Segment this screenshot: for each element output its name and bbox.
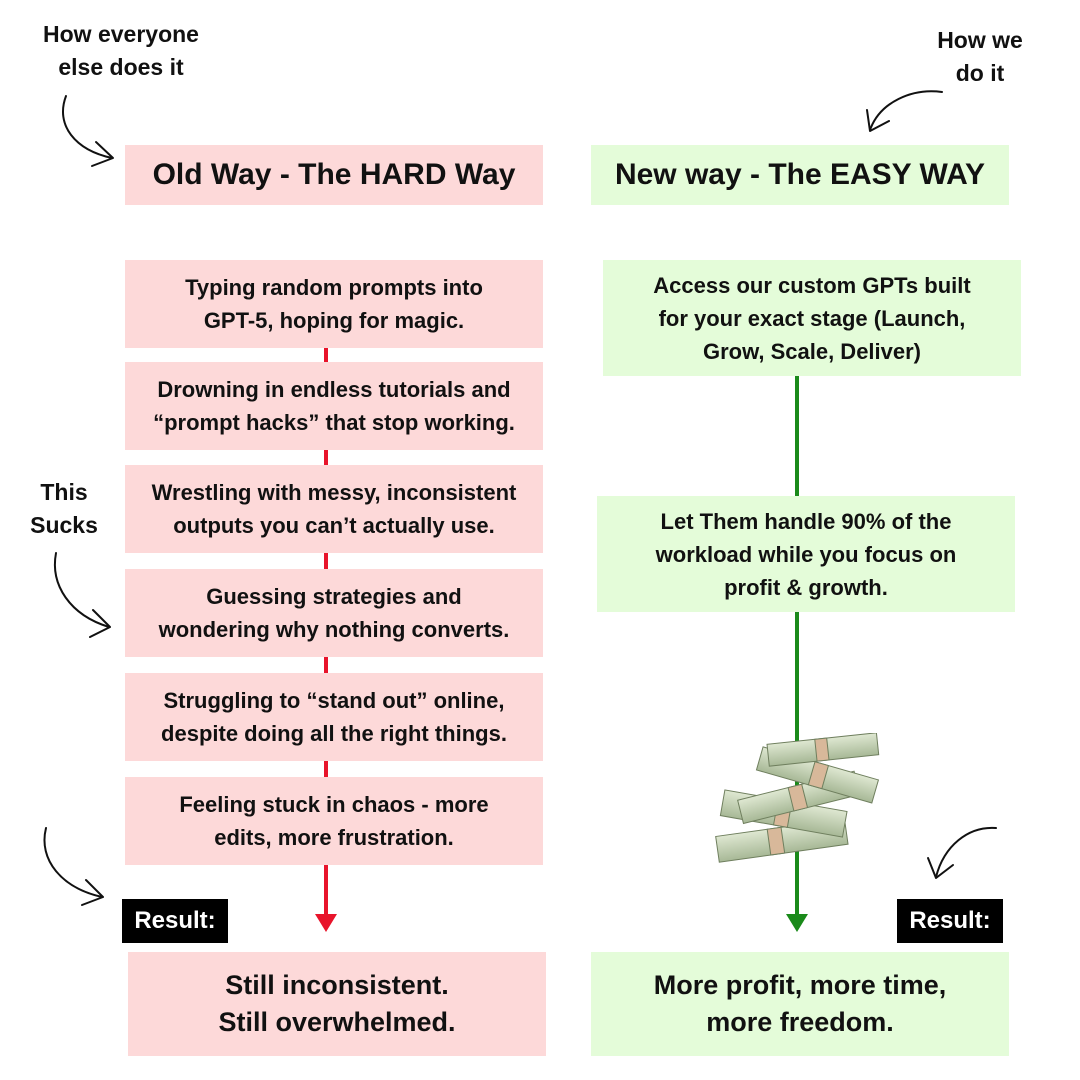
old-way-step: Struggling to “stand out” online,despite… (125, 673, 543, 761)
new-way-connector-line (795, 376, 799, 918)
new-way-arrowhead-icon (786, 914, 808, 932)
old-way-header: Old Way - The HARD Way (125, 145, 543, 205)
old-way-arrowhead-icon (315, 914, 337, 932)
annotation-everyone-else: How everyone else does it (43, 21, 199, 80)
annotation-how-we-do-it: How we do it (937, 27, 1023, 86)
old-way-result-label: Result: (122, 899, 228, 943)
new-way-result: More profit, more time,more freedom. (591, 952, 1009, 1056)
money-stack-icon (715, 733, 880, 863)
annotation-this-sucks: This Sucks (30, 479, 98, 538)
old-way-step: Drowning in endless tutorials and“prompt… (125, 362, 543, 450)
new-way-result-label: Result: (897, 899, 1003, 943)
new-way-header: New way - The EASY WAY (591, 145, 1009, 205)
old-way-result: Still inconsistent.Still overwhelmed. (128, 952, 546, 1056)
